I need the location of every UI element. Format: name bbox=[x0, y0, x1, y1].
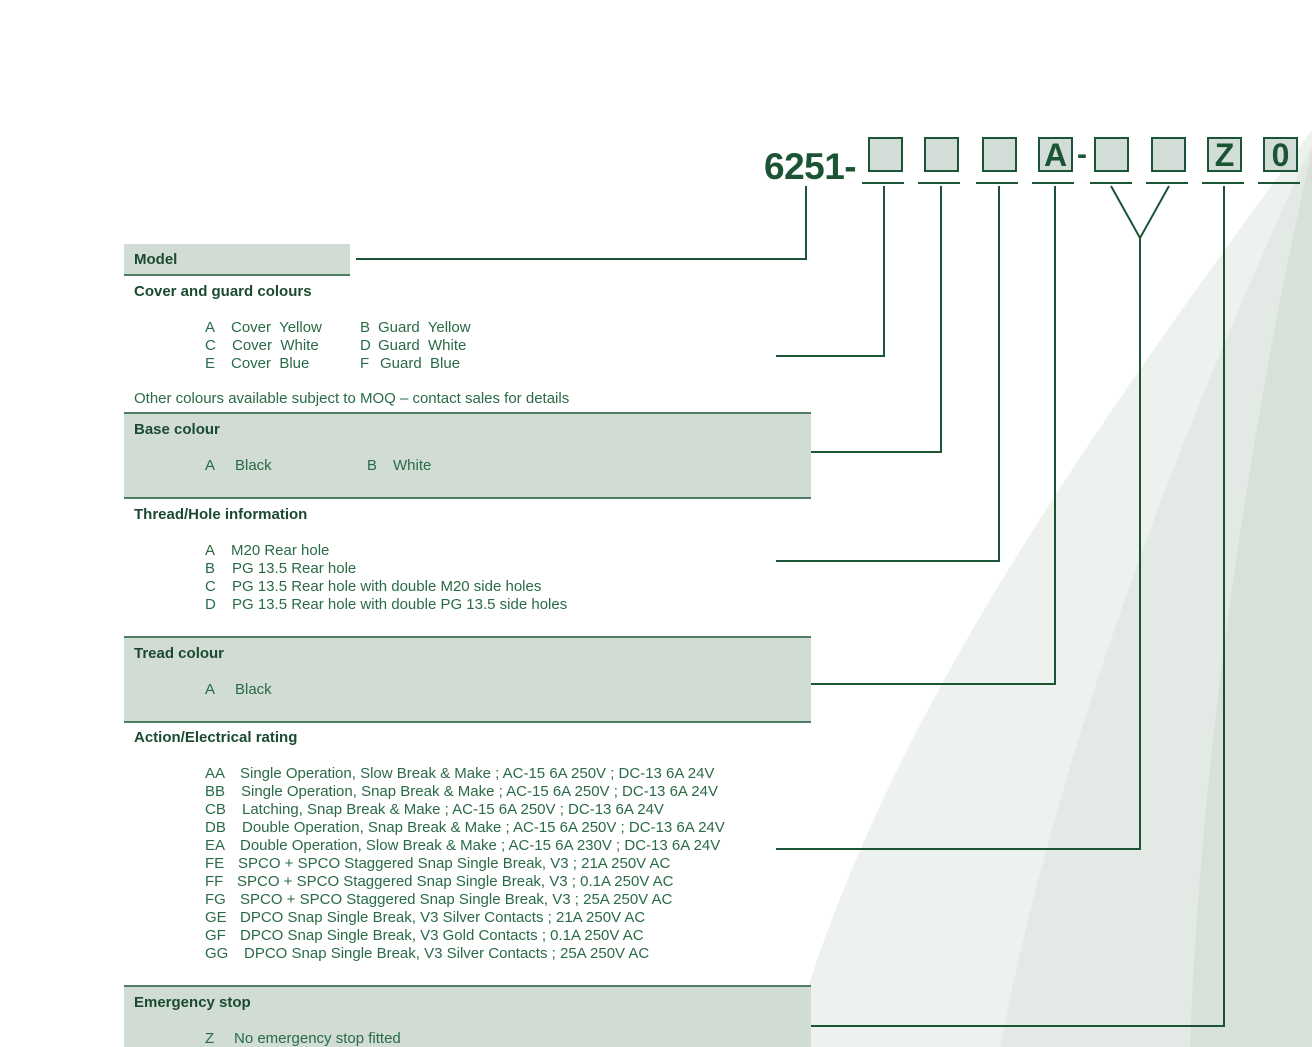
option-code: BB bbox=[205, 783, 226, 800]
option-code: FF bbox=[205, 873, 224, 890]
option-code: D bbox=[205, 596, 216, 613]
divider bbox=[124, 721, 811, 723]
option-label: Guard Blue bbox=[380, 355, 461, 372]
section-heading: Thread/Hole information bbox=[134, 506, 308, 523]
divider bbox=[124, 412, 811, 414]
option-code: C bbox=[205, 578, 216, 595]
option-code: A bbox=[205, 319, 216, 336]
option-code: E bbox=[205, 355, 216, 372]
section-model: Model bbox=[124, 244, 350, 275]
code-box-tread: A bbox=[1038, 137, 1073, 172]
option-code: CB bbox=[205, 801, 226, 818]
code-box-base bbox=[924, 137, 959, 172]
option-label: Black bbox=[235, 681, 272, 698]
section-base: Base colour A Black B White bbox=[124, 414, 811, 497]
option-label: Cover Yellow bbox=[231, 319, 322, 336]
option-code: C bbox=[205, 337, 216, 354]
option-label: DPCO Snap Single Break, V3 Gold Contacts… bbox=[240, 927, 644, 944]
option-code: F bbox=[360, 355, 370, 372]
section-heading: Cover and guard colours bbox=[134, 283, 312, 300]
section-heading: Base colour bbox=[134, 421, 220, 438]
section-estop: Emergency stop Z No emergency stop fitte… bbox=[124, 987, 811, 1047]
code-box-cover bbox=[868, 137, 903, 172]
option-label: M20 Rear hole bbox=[231, 542, 330, 559]
section-tread: Tread colour A Black bbox=[124, 638, 811, 721]
option-label: Double Operation, Snap Break & Make ; AC… bbox=[242, 819, 725, 836]
option-label: White bbox=[393, 457, 432, 474]
option-code: A bbox=[205, 457, 216, 474]
option-label: No emergency stop fitted bbox=[234, 1030, 401, 1047]
code-separator: - bbox=[1077, 138, 1087, 171]
section-heading: Model bbox=[134, 251, 178, 268]
option-code: GE bbox=[205, 909, 227, 926]
option-label: PG 13.5 Rear hole with double M20 side h… bbox=[232, 578, 542, 595]
option-label: Single Operation, Slow Break & Make ; AC… bbox=[240, 765, 715, 782]
model-prefix: 6251- bbox=[764, 146, 857, 187]
option-code: A bbox=[205, 681, 216, 698]
option-code: FG bbox=[205, 891, 226, 908]
option-code: GG bbox=[205, 945, 229, 962]
option-label: PG 13.5 Rear hole bbox=[232, 560, 357, 577]
code-box-action-2 bbox=[1151, 137, 1186, 172]
option-label: Cover Blue bbox=[231, 355, 310, 372]
option-code: GF bbox=[205, 927, 226, 944]
divider bbox=[124, 636, 811, 638]
code-box-estop: Z bbox=[1207, 137, 1242, 172]
code-box-final: 0 bbox=[1263, 137, 1298, 172]
option-code: EA bbox=[205, 837, 226, 854]
section-heading: Emergency stop bbox=[134, 994, 251, 1011]
cover-note: Other colours available subject to MOQ –… bbox=[134, 390, 570, 407]
code-box-action-1 bbox=[1094, 137, 1129, 172]
option-label: SPCO + SPCO Staggered Snap Single Break,… bbox=[237, 873, 674, 890]
option-code: FE bbox=[205, 855, 225, 872]
section-heading: Tread colour bbox=[134, 645, 225, 662]
option-code: A bbox=[205, 542, 216, 559]
option-code: B bbox=[360, 319, 371, 336]
option-code: AA bbox=[205, 765, 226, 782]
option-label: Guard White bbox=[378, 337, 467, 354]
code-box-thread bbox=[982, 137, 1017, 172]
option-label: DPCO Snap Single Break, V3 Silver Contac… bbox=[240, 909, 646, 926]
section-thread: Thread/Hole information A M20 Rear hole … bbox=[124, 499, 811, 636]
option-label: Latching, Snap Break & Make ; AC-15 6A 2… bbox=[242, 801, 664, 818]
option-code: Z bbox=[205, 1030, 215, 1047]
option-label: Double Operation, Slow Break & Make ; AC… bbox=[240, 837, 721, 854]
option-label: Black bbox=[235, 457, 272, 474]
option-label: Single Operation, Snap Break & Make ; AC… bbox=[241, 783, 718, 800]
divider bbox=[124, 497, 811, 499]
option-code: B bbox=[367, 457, 378, 474]
option-label: DPCO Snap Single Break, V3 Silver Contac… bbox=[244, 945, 650, 962]
divider bbox=[124, 985, 811, 987]
option-code: B bbox=[205, 560, 216, 577]
option-label: SPCO + SPCO Staggered Snap Single Break,… bbox=[240, 891, 673, 908]
option-label: SPCO + SPCO Staggered Snap Single Break,… bbox=[238, 855, 671, 872]
divider bbox=[124, 274, 350, 276]
option-label: Guard Yellow bbox=[378, 319, 471, 336]
option-code: DB bbox=[205, 819, 226, 836]
section-cover: Cover and guard colours A Cover Yellow C… bbox=[124, 276, 811, 413]
option-code: D bbox=[360, 337, 371, 354]
section-action: Action/Electrical rating AA Single Opera… bbox=[124, 723, 811, 985]
option-label: PG 13.5 Rear hole with double PG 13.5 si… bbox=[232, 596, 568, 613]
section-heading: Action/Electrical rating bbox=[134, 729, 298, 746]
option-label: Cover White bbox=[232, 337, 319, 354]
